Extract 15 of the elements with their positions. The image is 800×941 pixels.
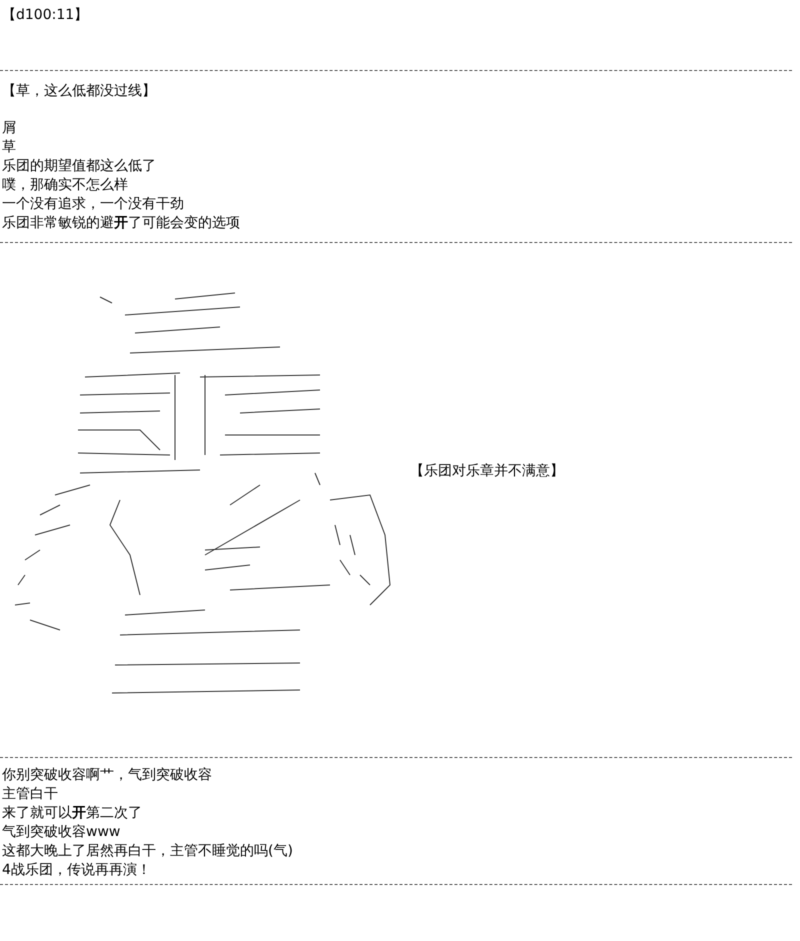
text-line: 【草，这么低都没过线】 [2, 82, 156, 100]
text-line: 【d100:11】 [2, 6, 88, 24]
text-line: 一个没有追求，一个没有干劲 [2, 195, 184, 213]
text-line: 乐团非常敏锐的避开了可能会变的选项 [2, 214, 240, 232]
text-line: 气到突破收容www [2, 823, 120, 841]
text-line: 噗，那确实不怎么样 [2, 176, 128, 194]
text-line: 屑 [2, 119, 16, 137]
text-line: 乐团的期望值都这么低了 [2, 157, 156, 175]
text-line: 草 [2, 138, 16, 156]
text-line: 主管白干 [2, 785, 58, 803]
art-caption: 【乐团对乐章并不满意】 [410, 462, 564, 480]
text-line: 这都大晚上了居然再白干，主管不睡觉的吗(气) [2, 842, 293, 860]
text-line: 你别突破收容啊艹，气到突破收容 [2, 766, 212, 784]
text-line: 4战乐团，传说再再演！ [2, 861, 151, 879]
text-line: 来了就可以开第二次了 [2, 804, 142, 822]
